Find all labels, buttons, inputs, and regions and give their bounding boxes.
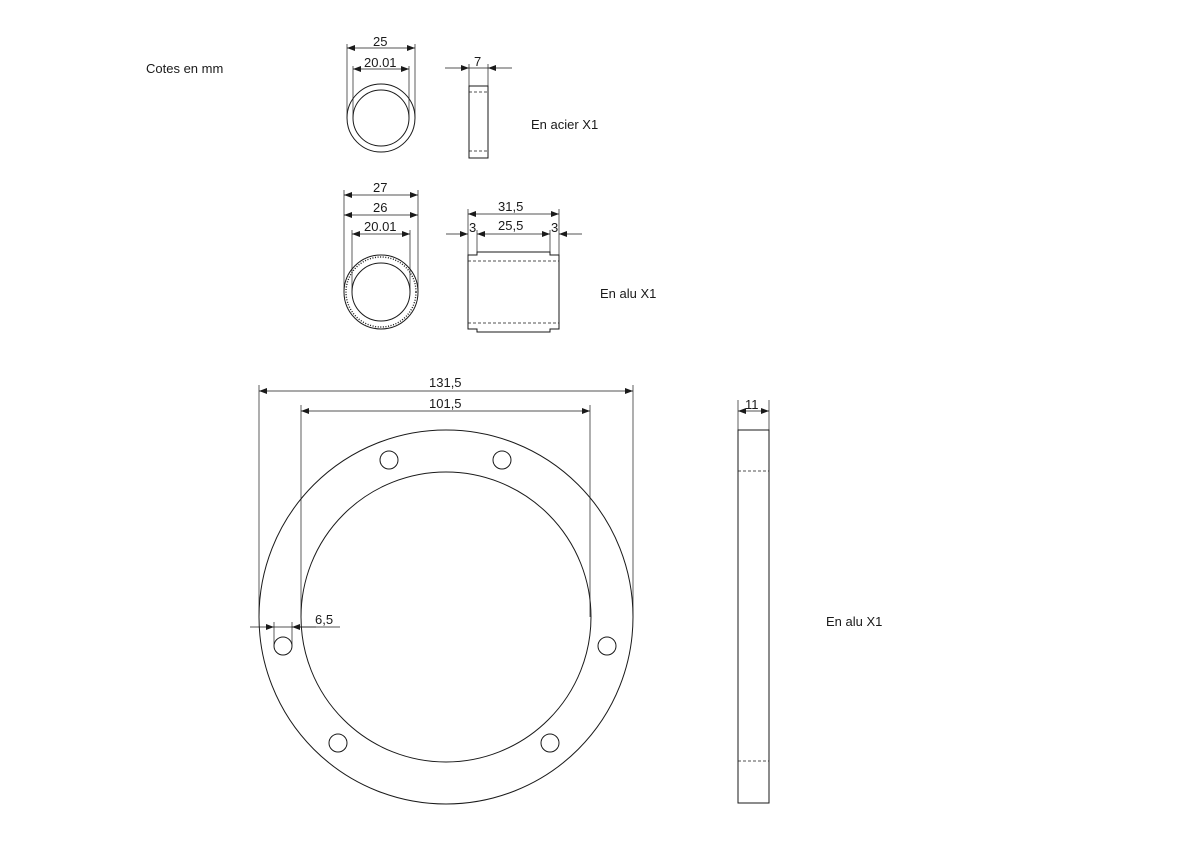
units-note: Cotes en mm xyxy=(146,61,223,76)
dim-part2-outer: 27 xyxy=(373,180,387,195)
part1-dimensions: 25 20.01 xyxy=(346,34,416,118)
part1-label: En acier X1 xyxy=(531,117,598,132)
dim-part2-left-step: 3 xyxy=(469,220,476,235)
bolt-hole xyxy=(328,733,348,753)
bolt-hole xyxy=(540,733,560,753)
dim-part3-inner: 101,5 xyxy=(429,396,462,411)
part3-label: En alu X1 xyxy=(826,614,882,629)
bolt-hole xyxy=(273,636,293,656)
part2-label: En alu X1 xyxy=(600,286,656,301)
dim-part2-center: 25,5 xyxy=(498,218,523,233)
dim-part2-right-step: 3 xyxy=(551,220,558,235)
part2-dimensions: 27 26 20.01 xyxy=(343,180,419,292)
bolt-hole xyxy=(492,450,512,470)
part3-dimensions: 131,5 101,5 6,5 xyxy=(250,375,634,646)
part1-side-view: 7 xyxy=(445,54,512,159)
dim-part3-outer: 131,5 xyxy=(429,375,462,390)
dim-part2-length: 31,5 xyxy=(498,199,523,214)
part2-front-view xyxy=(343,254,419,330)
bolt-hole xyxy=(597,636,617,656)
dim-part3-thickness: 11 xyxy=(745,397,759,412)
part2-side-view: 31,5 25,5 3 3 xyxy=(446,199,582,333)
dim-part1-outer: 25 xyxy=(373,34,387,49)
part3-side-view: 11 xyxy=(737,397,770,804)
dim-part3-hole: 6,5 xyxy=(315,612,333,627)
dim-part1-inner: 20.01 xyxy=(364,55,397,70)
part1-front-view xyxy=(346,83,416,153)
dim-part1-width: 7 xyxy=(474,54,481,69)
bolt-hole xyxy=(379,450,399,470)
dim-part2-inner: 20.01 xyxy=(364,219,397,234)
dim-part2-mid: 26 xyxy=(373,200,387,215)
